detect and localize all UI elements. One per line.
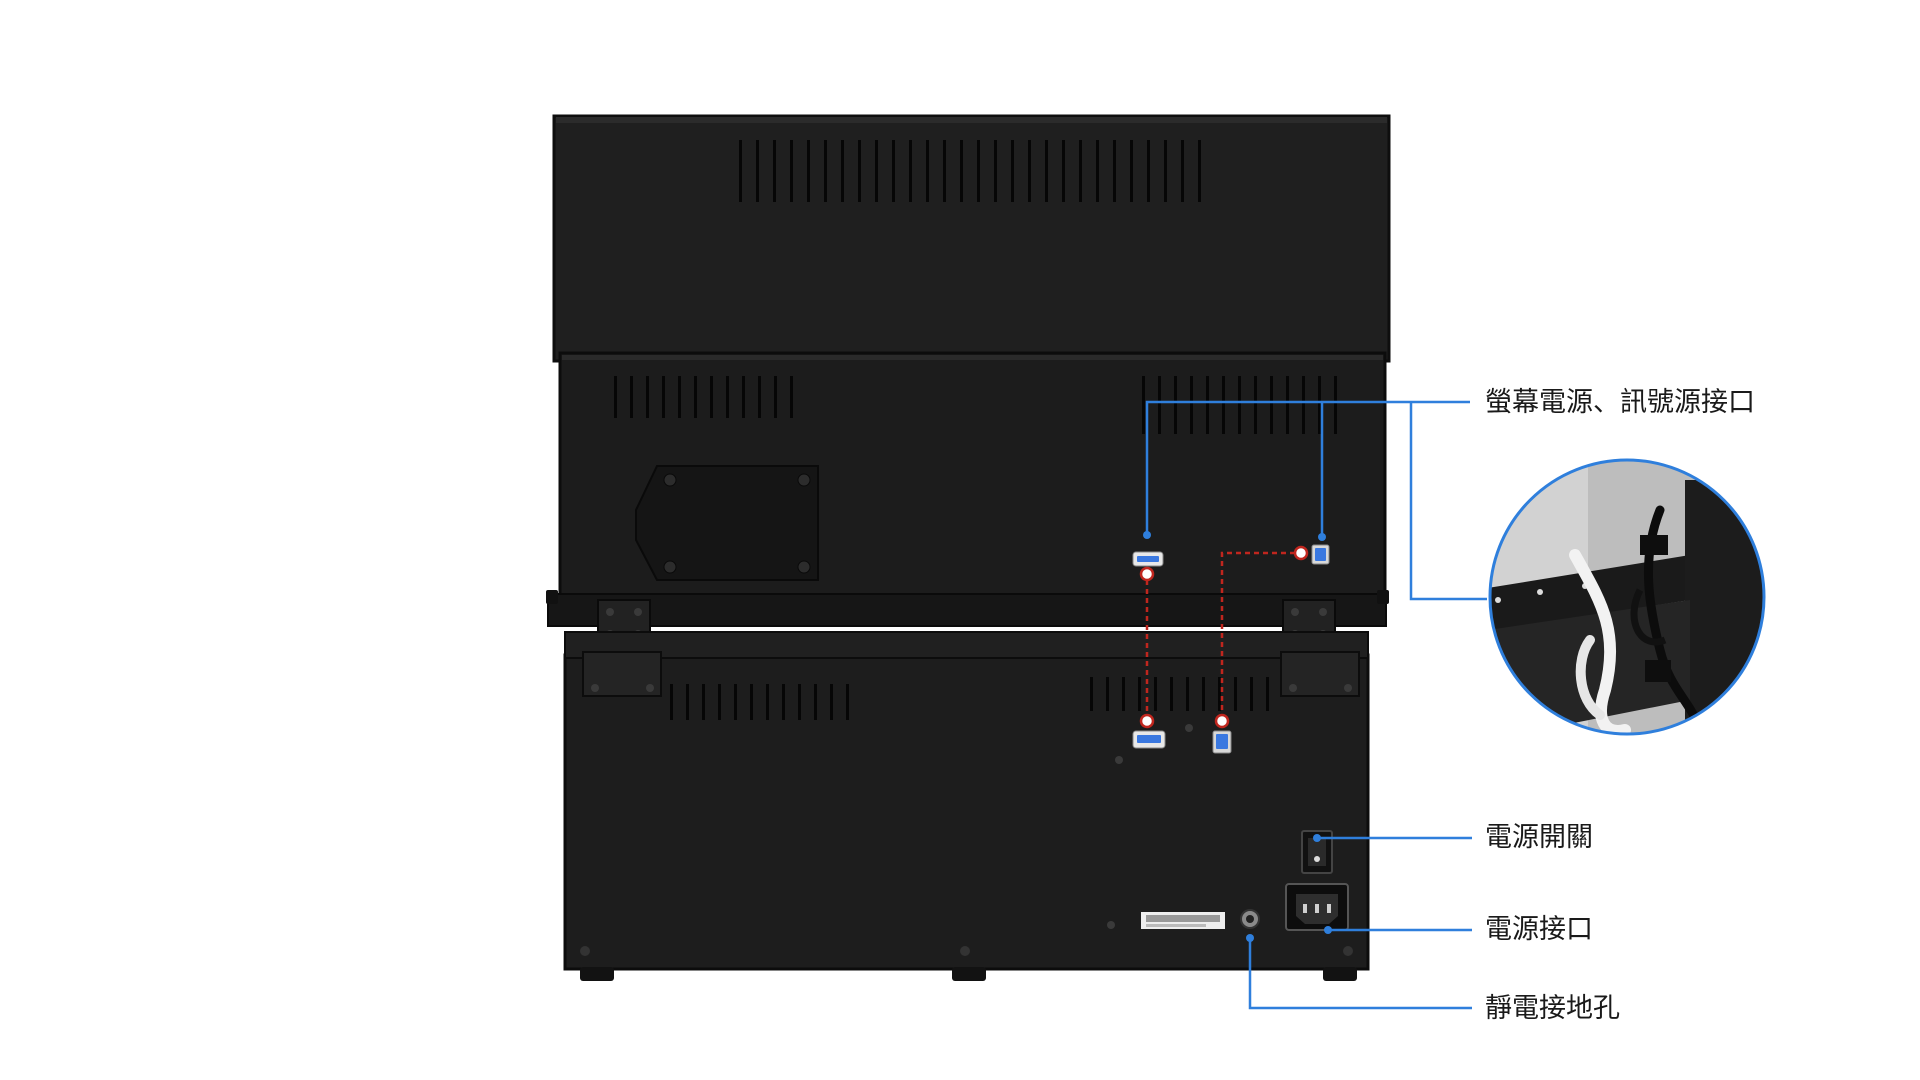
usb-a-port-lower xyxy=(1132,730,1166,749)
back-panel-vent-left xyxy=(614,376,793,418)
base-feet xyxy=(580,967,1357,981)
screw xyxy=(1115,756,1123,764)
screw xyxy=(960,946,970,956)
callout-dot xyxy=(1313,834,1321,842)
callout-label-power-inlet: 電源接口 xyxy=(1485,914,1593,945)
callout-label-power-switch: 電源開關 xyxy=(1485,822,1593,853)
callout-dot xyxy=(1143,531,1151,539)
serial-label-sticker xyxy=(1141,912,1225,929)
usb-b-port-upper xyxy=(1311,544,1330,565)
monitor-housing xyxy=(552,114,1391,363)
power-switch xyxy=(1301,830,1333,874)
screw xyxy=(580,946,590,956)
screw xyxy=(1185,724,1193,732)
base-vent-left xyxy=(670,684,849,720)
callout-dot xyxy=(1246,934,1254,942)
hinge-bar xyxy=(546,590,1389,627)
vesa-mount-plate xyxy=(635,465,819,581)
base-vent-right xyxy=(1090,677,1269,711)
cable-route-usb-b xyxy=(1220,551,1295,718)
monitor-vent-top xyxy=(739,140,1201,202)
cable-route-markers xyxy=(1139,545,1309,729)
callout-label-monitor-ports: 螢幕電源、訊號源接口 xyxy=(1485,387,1755,418)
callout-dot xyxy=(1318,533,1326,541)
ground-hole xyxy=(1240,909,1260,929)
callout-line-ground-hole xyxy=(1248,938,1472,1010)
callout-line-monitor-ports xyxy=(1145,400,1487,601)
power-inlet xyxy=(1285,883,1349,931)
screw xyxy=(1343,946,1353,956)
callout-label-ground-hole: 靜電接地孔 xyxy=(1485,993,1620,1024)
usb-a-port-upper xyxy=(1132,551,1164,567)
screw xyxy=(1107,921,1115,929)
zoom-detail-photo xyxy=(1488,458,1766,736)
usb-b-port-lower xyxy=(1212,730,1232,754)
callout-dot xyxy=(1324,926,1332,934)
back-panel-vent-right xyxy=(1142,376,1337,434)
